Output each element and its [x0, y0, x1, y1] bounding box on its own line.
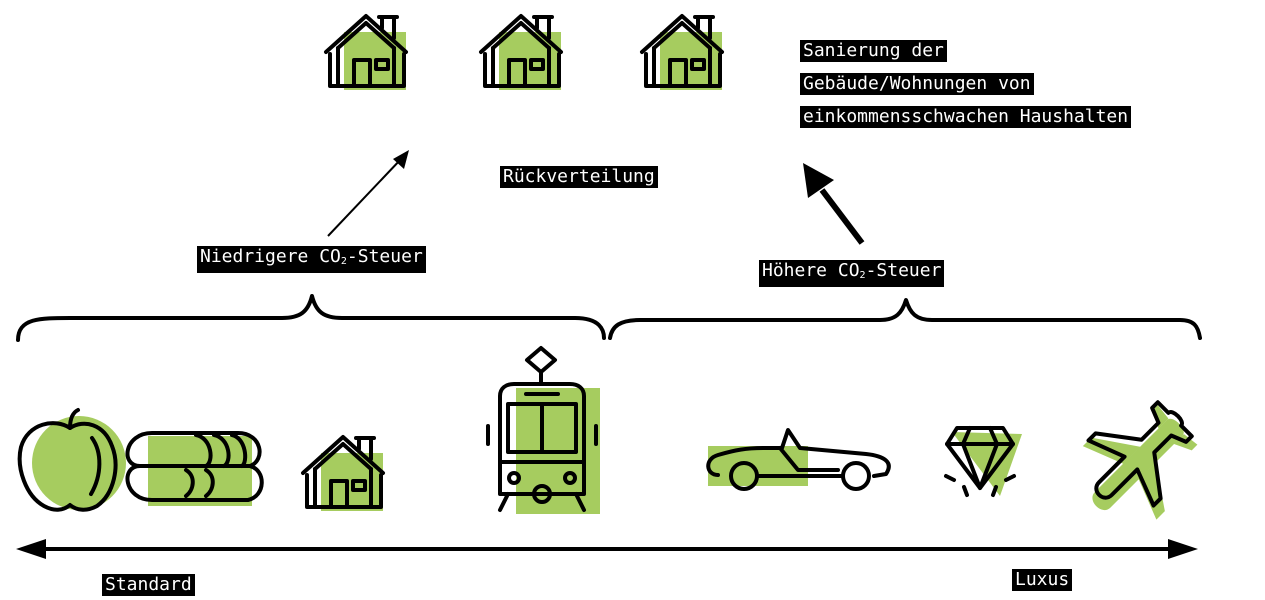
top-house-1	[324, 14, 408, 92]
lower-tax-label: Niedrigere CO2-Steuer	[197, 246, 426, 273]
tram-icon	[486, 346, 600, 514]
car-icon	[706, 428, 891, 491]
airplane-icon	[1082, 400, 1198, 520]
renovation-label-line2: Gebäude/Wohnungen von	[800, 73, 1034, 95]
standard-label: Standard	[102, 574, 195, 596]
higher-tax-suffix: -Steuer	[865, 260, 942, 281]
higher-tax-text: Höhere CO	[762, 260, 860, 281]
left-brace	[16, 294, 606, 342]
redistribution-label: Rückverteilung	[500, 166, 658, 188]
right-brace	[608, 298, 1202, 340]
renovation-label-line3: einkommensschwachen Haushalten	[800, 106, 1132, 128]
house-icon	[301, 435, 385, 513]
top-house-3	[640, 14, 724, 92]
standard-luxury-axis	[16, 539, 1198, 559]
thick-arrow	[803, 163, 865, 245]
renovation-label-line1: Sanierung der	[800, 40, 947, 62]
diamond-icon	[944, 426, 1022, 497]
lower-tax-suffix: -Steuer	[346, 246, 423, 267]
thin-arrow	[327, 150, 409, 237]
apple-icon	[17, 408, 126, 512]
luxury-label: Luxus	[1012, 569, 1073, 591]
bread-icon	[125, 431, 264, 506]
higher-tax-label: Höhere CO2-Steuer	[759, 260, 945, 287]
top-house-2	[479, 14, 563, 92]
higher-tax-subscript: 2	[859, 270, 866, 281]
lower-tax-subscript: 2	[340, 256, 347, 267]
lower-tax-text: Niedrigere CO	[200, 246, 341, 267]
